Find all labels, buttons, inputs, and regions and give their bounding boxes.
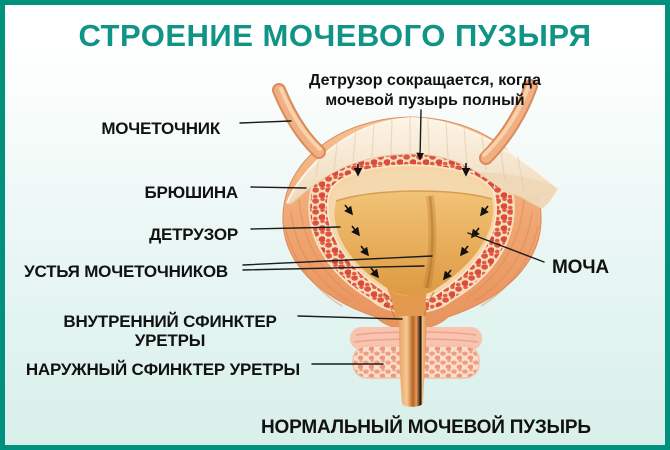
label-internal-sphincter: ВНУТРЕННИЙ СФИНКТЕР УРЕТРЫ bbox=[55, 312, 285, 350]
leader-line-ureter bbox=[239, 120, 292, 124]
label-internal-sphincter-line1: ВНУТРЕННИЙ СФИНКТЕР bbox=[63, 312, 277, 331]
label-ureter: МОЧЕТОЧНИК bbox=[101, 119, 220, 138]
label-peritoneum: БРЮШИНА bbox=[144, 183, 238, 202]
leader-line-internal-sphincter bbox=[297, 315, 403, 320]
ureter-right-tube bbox=[479, 79, 538, 165]
label-ureteral-orifices: УСТЬЯ МОЧЕТОЧНИКОВ bbox=[24, 262, 228, 281]
leader-line-orifice-2 bbox=[242, 265, 425, 271]
label-urine: МОЧА bbox=[552, 257, 609, 278]
annotation-arrow-line bbox=[416, 109, 424, 161]
annotation-line2: мочевой пузырь полный bbox=[325, 92, 525, 109]
leader-line-orifice-1 bbox=[242, 255, 433, 266]
leader-line-peritoneum bbox=[250, 186, 307, 189]
leader-line-detrusor bbox=[250, 226, 341, 230]
page-title: СТРОЕНИЕ МОЧЕВОГО ПУЗЫРЯ bbox=[78, 18, 592, 53]
annotation-line1: Детрузор сокращается, когда bbox=[309, 72, 541, 89]
ureter-left-tube bbox=[272, 83, 326, 159]
leader-line-urine bbox=[467, 232, 545, 263]
label-internal-sphincter-line2: УРЕТРЫ bbox=[134, 331, 206, 350]
label-external-sphincter: НАРУЖНЫЙ СФИНКТЕР УРЕТРЫ bbox=[25, 360, 300, 379]
annotation-detrusor-contracts: Детрузор сокращается, когда мочевой пузы… bbox=[290, 71, 560, 111]
urethra bbox=[399, 316, 427, 407]
peritoneum-membrane bbox=[286, 116, 559, 209]
label-detrusor: ДЕТРУЗОР bbox=[149, 225, 238, 244]
caption-normal-bladder: НОРМАЛЬНЫЙ МОЧЕВОЙ ПУЗЫРЬ bbox=[261, 417, 591, 438]
